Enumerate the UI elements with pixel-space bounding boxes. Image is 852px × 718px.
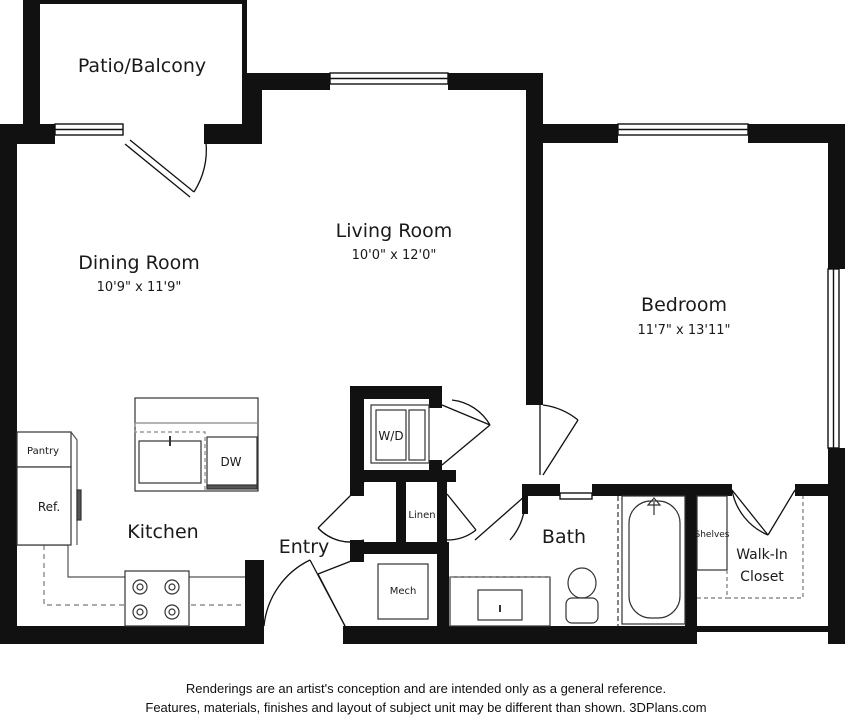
patio-label: Patio/Balcony (78, 55, 206, 77)
dining-room-label: Dining Room (78, 252, 199, 274)
living-room-label: Living Room (336, 220, 453, 242)
bottom-wall-right (343, 626, 695, 644)
walls (0, 0, 845, 644)
disclaimer-line-2: Features, materials, finishes and layout… (145, 700, 707, 715)
bath-vanity (449, 576, 551, 627)
bedroom-right-wall-top (828, 124, 845, 269)
floor-plan: Patio/Balcony Living Room 10'0" x 12'0" … (0, 0, 845, 644)
bath-fixtures (449, 495, 686, 627)
mech-right-wall (437, 542, 449, 644)
bedroom-label: Bedroom (641, 294, 727, 316)
dining-room-dim: 10'9" x 11'9" (97, 280, 182, 295)
ref-label: Ref. (38, 500, 60, 514)
bedroom-top-wall-left (526, 124, 618, 143)
mech-unit (377, 563, 429, 620)
living-room-dim: 10'0" x 12'0" (352, 248, 437, 263)
kitchen (16, 397, 259, 627)
living-top-wall-right (448, 73, 543, 90)
left-wall (0, 124, 17, 644)
closet-top-wall (795, 484, 845, 496)
kitchen-label: Kitchen (127, 521, 198, 543)
range (124, 570, 190, 627)
toilet-tank (567, 567, 597, 599)
bath-closet-wall (685, 484, 697, 644)
disclaimer-line-1: Renderings are an artist's conception an… (185, 681, 667, 696)
washer-dryer (370, 404, 430, 464)
pantry-label: Pantry (27, 446, 59, 457)
bath-label: Bath (542, 526, 586, 548)
entry-door-post (245, 560, 264, 644)
bottom-wall-closet (695, 626, 845, 632)
bedroom-dim: 11'7" x 13'11" (638, 323, 731, 338)
living-top-left-post (247, 73, 262, 144)
closet-label-2: Closet (740, 569, 784, 585)
wd-closet-right-lower (429, 460, 442, 482)
bath-top-wall-left (522, 484, 560, 496)
wd-closet-left (350, 386, 364, 496)
shelves-label: Shelves (694, 530, 729, 540)
entry-label: Entry (279, 536, 330, 558)
bath-top-wall-right (592, 484, 732, 496)
wd-label: W/D (378, 429, 403, 443)
patio-right-wall-thin (242, 0, 247, 128)
living-bedroom-wall (526, 143, 543, 405)
toilet-seat (565, 597, 599, 624)
living-top-wall-left (247, 73, 330, 90)
kitchen-island (134, 397, 259, 492)
pantry-unit (16, 431, 72, 468)
patio-top-edge (23, 0, 247, 4)
bedroom-top-wall-right (748, 124, 834, 143)
linen-right-wall (437, 482, 447, 542)
patio-left-wall (23, 0, 40, 128)
bath-sink (477, 589, 523, 621)
closet-shelving (696, 495, 804, 599)
doors (124, 139, 796, 627)
labels: Patio/Balcony Living Room 10'0" x 12'0" … (27, 55, 788, 597)
windows (54, 72, 840, 500)
bath-vent (559, 492, 593, 500)
refrigerator (16, 466, 72, 546)
linen-left-wall (396, 482, 406, 542)
wd-closet-right (429, 386, 442, 408)
linen-label: Linen (408, 510, 435, 521)
bottom-wall-left (0, 626, 264, 644)
bathtub (621, 495, 686, 625)
closet-right-wall (828, 482, 845, 644)
closet-label-1: Walk-In (736, 547, 788, 563)
wd-closet-top (350, 386, 442, 399)
mech-label: Mech (390, 586, 417, 597)
dw-label: DW (220, 455, 241, 469)
mech-top-wall (350, 542, 447, 554)
